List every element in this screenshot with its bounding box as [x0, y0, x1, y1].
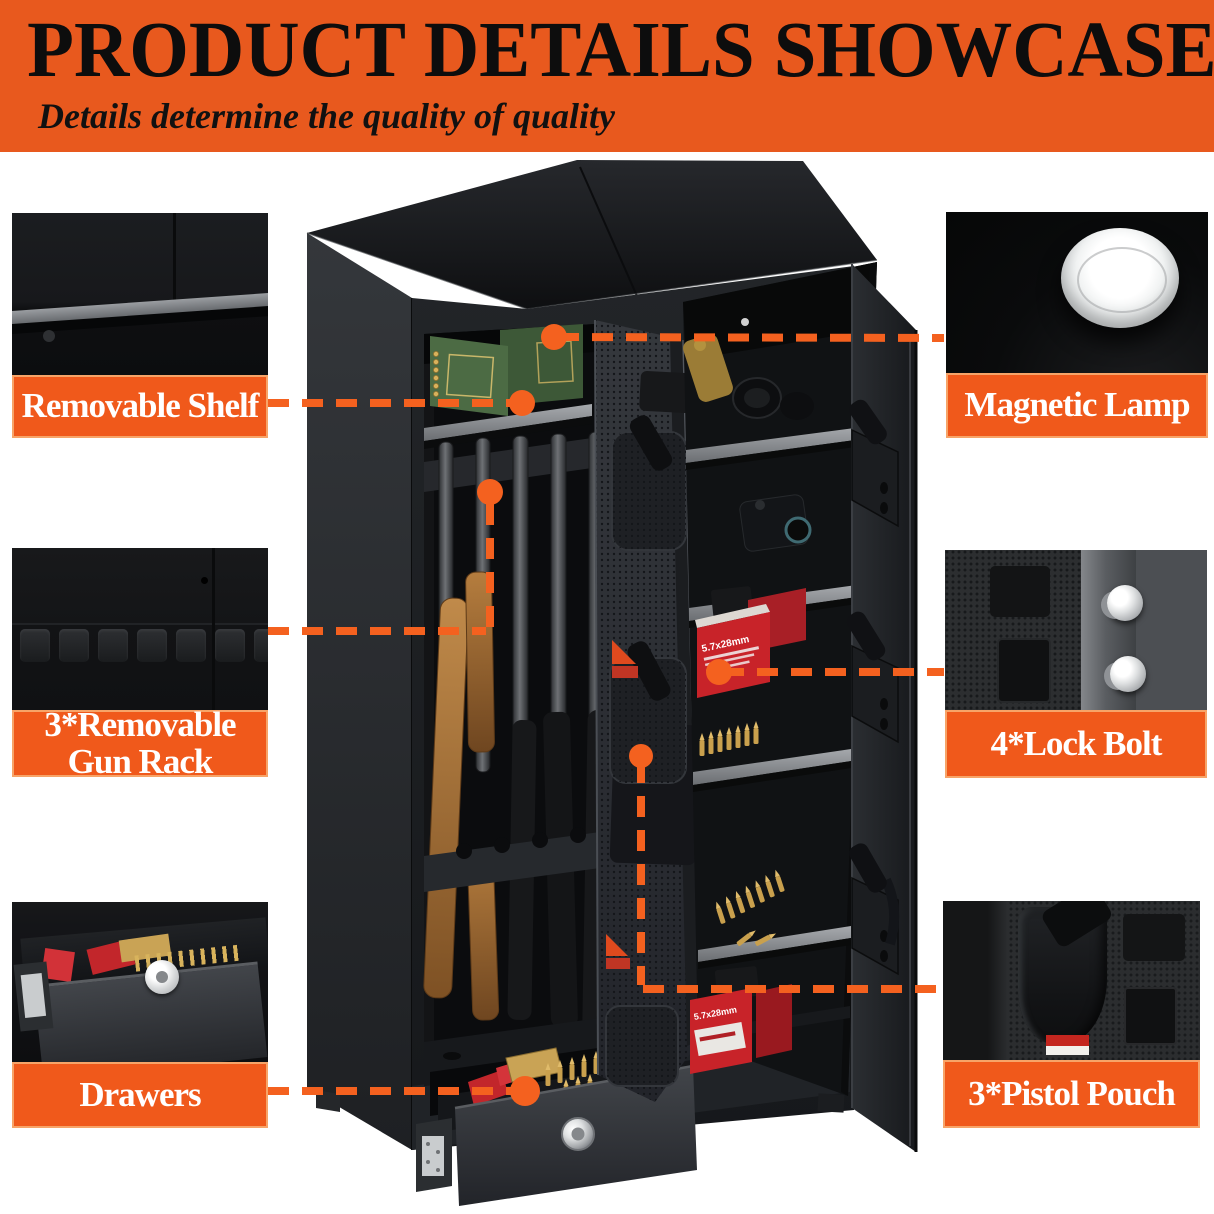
mount-hole: [201, 577, 209, 585]
right-door: [846, 264, 918, 1152]
pistol-pouch-1: [611, 415, 687, 551]
connector-dot-removable-shelf: [509, 390, 535, 416]
door-edge: [943, 901, 1008, 1060]
pistol-pouch-2: [609, 641, 687, 784]
velcro-patch: [997, 638, 1052, 703]
rack-tooth: [97, 629, 128, 662]
gun-rack-upper-bar: [424, 438, 592, 492]
callout-label-line1: 3*Removable: [44, 705, 236, 745]
callout-drawers: Drawers: [12, 1062, 268, 1128]
rack-tooth: [214, 629, 245, 662]
removable-shelf: [424, 404, 592, 449]
pistol-pouch-3: [605, 1005, 679, 1087]
drawer-slide-rail: [416, 1118, 452, 1192]
gun-rack-mid-bar: [424, 827, 600, 892]
night-vision-camera: [739, 494, 812, 552]
connector-dot-gun-rack: [477, 479, 503, 505]
callout-magnetic-lamp: Magnetic Lamp: [946, 373, 1208, 438]
rack-tooth: [136, 629, 167, 662]
drawer-lock: [561, 1117, 595, 1151]
thumbnail-drawers: [12, 902, 268, 1062]
thumbnail-removable-shelf: [12, 213, 268, 375]
page-title: PRODUCT DETAILS SHOWCASE: [27, 7, 1214, 94]
callout-label-line2: Gun Rack: [67, 741, 214, 781]
warning-sticker: [606, 640, 638, 969]
velcro-patch: [1122, 913, 1185, 962]
callout-removable-shelf: Removable Shelf: [12, 375, 268, 438]
safe-left-side: [307, 233, 413, 1150]
thumbnail-gun-rack: [12, 548, 268, 710]
header-banner: PRODUCT DETAILS SHOWCASE Details determi…: [0, 0, 1214, 152]
lamp-sensor-ring: [1077, 247, 1167, 314]
shelf-peg-hole: [42, 329, 55, 342]
connector-dot-magnetic-lamp: [541, 324, 567, 350]
page-subtitle: Details determine the quality of quality: [38, 95, 615, 136]
rack-teeth: [19, 629, 268, 662]
callout-label: Magnetic Lamp: [964, 385, 1190, 425]
rack-ridge: [12, 622, 268, 625]
velcro-patch: [1124, 986, 1177, 1045]
left-compartment: [423, 324, 617, 1086]
lock-bolt-bottom: [1110, 655, 1147, 692]
velcro-patch: [989, 566, 1050, 618]
door-tray-1: [849, 399, 899, 528]
panel-seam: [211, 548, 215, 710]
connector-dot-drawers: [510, 1076, 540, 1106]
callout-gun-rack: 3*Removable Gun Rack: [12, 705, 268, 781]
connector-line-magnetic-lamp: [557, 333, 945, 342]
rack-tooth: [19, 629, 50, 662]
lock-bolt-top: [1107, 585, 1144, 622]
rack-tooth: [253, 629, 268, 662]
rack-tooth: [175, 629, 206, 662]
panel-seam: [173, 213, 177, 304]
rifle-barrels: [438, 431, 606, 773]
callout-label: Drawers: [79, 1074, 201, 1114]
connector-dot-pistol-pouch: [629, 744, 653, 768]
callout-pistol-pouch: 3*Pistol Pouch: [943, 1060, 1200, 1128]
rack-tooth: [58, 629, 89, 662]
callout-label: Removable Shelf: [21, 386, 260, 426]
callout-lock-bolt: 4*Lock Bolt: [945, 710, 1207, 778]
rail-plate: [20, 972, 47, 1018]
drawer-slide-rail: [13, 961, 54, 1032]
callout-label: 3*Pistol Pouch: [968, 1073, 1176, 1113]
drawer-lock: [145, 959, 180, 994]
safe-feet: [316, 1090, 845, 1113]
thumbnail-pistol-pouch: [943, 901, 1200, 1060]
thumbnail-lock-bolt: [945, 550, 1207, 710]
ammo-box-green: [430, 324, 583, 416]
thumbnail-magnetic-lamp: [946, 212, 1208, 373]
connector-dot-lock-bolt: [706, 659, 732, 685]
callout-label: 4*Lock Bolt: [990, 723, 1163, 763]
binoculars: [683, 334, 814, 420]
door-tray-3: [849, 843, 900, 976]
warning-sticker: [1045, 1034, 1090, 1056]
